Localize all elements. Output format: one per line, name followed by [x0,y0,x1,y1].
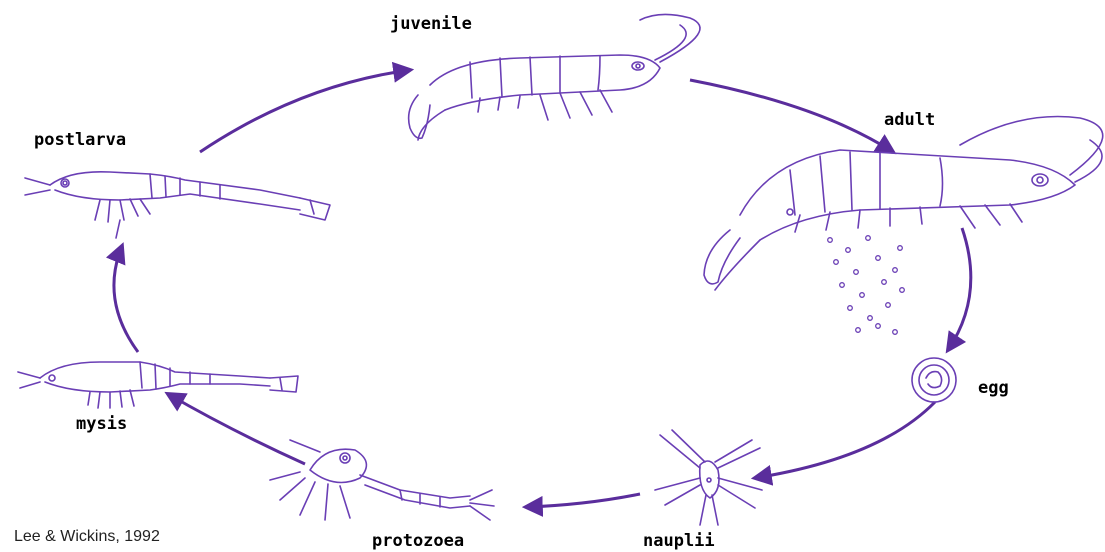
label-postlarva: postlarva [34,130,126,150]
label-mysis: mysis [76,414,127,434]
arrow-postlarva-to-juvenile [200,70,410,152]
label-nauplii: nauplii [643,531,715,551]
source-credit: Lee & Wickins, 1992 [14,528,160,546]
egg-illustration [912,358,956,402]
label-juvenile: juvenile [390,14,472,34]
label-protozoea: protozoea [372,531,464,551]
arrow-egg-to-nauplii [755,402,935,478]
cycle-arrows [114,70,971,507]
adult-eggs-dots [828,236,905,335]
mysis-illustration [18,362,298,408]
arrow-juvenile-to-adult [690,80,893,152]
arrow-protozoea-to-mysis [168,394,305,464]
protozoea-illustration [270,440,494,520]
label-egg: egg [978,378,1009,398]
label-adult: adult [884,110,935,130]
adult-shrimp-illustration [704,117,1103,290]
nauplii-illustration [655,430,762,525]
arrow-mysis-to-postlarva [114,246,138,352]
arrow-adult-to-egg [948,228,971,350]
postlarva-illustration [25,172,330,238]
arrow-nauplii-to-protozoea [526,494,640,507]
